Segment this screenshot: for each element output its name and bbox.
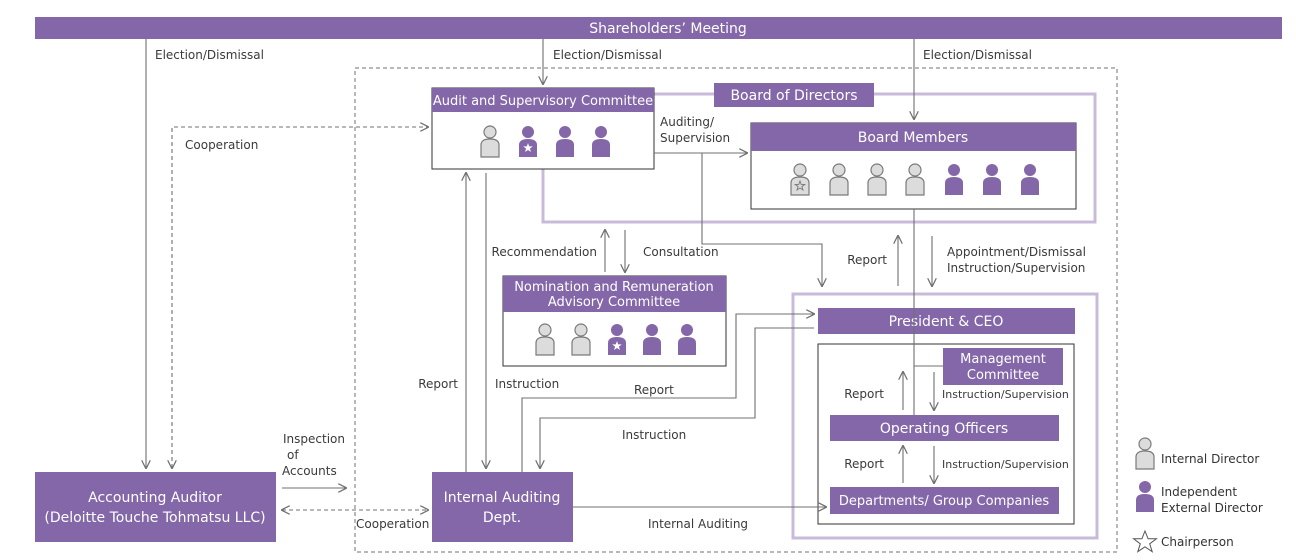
legend-star-icon	[1132, 529, 1158, 553]
report-label-mid: Report	[634, 383, 674, 397]
board-members-label: Board Members	[858, 130, 968, 146]
cooperation-arrow-top	[172, 127, 428, 468]
audit-committee-header	[432, 88, 654, 112]
legend-external-label: Independent	[1161, 485, 1237, 499]
cooperation-label-top: Cooperation	[185, 138, 258, 152]
internal-auditing-dept-label-2: Dept.	[483, 510, 521, 526]
departments-box	[830, 487, 1059, 514]
instruction-label-mid: Instruction	[622, 428, 686, 442]
accounting-auditor-label: Accounting Auditor	[88, 490, 222, 506]
election-label-mid: Election/Dismissal	[553, 48, 662, 62]
report-label-left: Report	[418, 377, 458, 391]
report-to-ceo-arrow	[521, 314, 814, 472]
board-of-directors-label: Board of Directors	[730, 88, 857, 104]
nomination-internal-director-icon	[571, 323, 591, 356]
management-committee-label: Management	[960, 352, 1046, 367]
appointment-label: Appointment/Dismissal	[947, 245, 1086, 259]
mc-report-label: Report	[844, 387, 884, 401]
legend-internal-director-icon	[1135, 437, 1155, 470]
operating-officers-box	[830, 415, 1059, 441]
operating-officers-label: Operating Officers	[880, 421, 1008, 437]
auditing-supervision-label-2: Supervision	[660, 131, 730, 145]
mc-instruction-label: Instruction/Supervision	[942, 388, 1069, 401]
audit-committee-label: Audit and Supervisory Committee	[433, 94, 653, 109]
audit-internal-director-icon	[480, 125, 500, 158]
ceo-report-label: Report	[847, 253, 887, 267]
president-ceo-box	[818, 308, 1075, 334]
inspection-label: Inspection	[283, 432, 345, 446]
oo-report-label: Report	[844, 457, 884, 471]
management-committee-box	[943, 348, 1063, 385]
consultation-label: Consultation	[643, 245, 719, 259]
legend-internal-label: Internal Director	[1161, 452, 1259, 466]
inspection-label-3: Accounts	[282, 464, 337, 478]
accounting-auditor-box	[35, 472, 276, 542]
accounting-auditor-label-2: (Deloitte Touche Tohmatsu LLC)	[44, 510, 265, 526]
shareholders-label: Shareholders’ Meeting	[589, 21, 747, 37]
nomination-internal-director-icon	[535, 323, 555, 356]
shareholders-bar	[35, 17, 1282, 39]
internal-auditing-dept-label: Internal Auditing	[444, 490, 561, 506]
election-label-right: Election/Dismissal	[923, 48, 1032, 62]
election-label-left: Election/Dismissal	[155, 48, 264, 62]
legend-external-label-2: External Director	[1161, 501, 1263, 515]
internal-auditing-dept-box	[432, 472, 573, 542]
management-committee-label-2: Committee	[967, 368, 1039, 383]
appointment-label-2: Instruction/Supervision	[947, 261, 1085, 275]
board-of-directors-header	[714, 83, 874, 107]
instruction-label-left: Instruction	[495, 377, 559, 391]
report-to-president-line	[701, 153, 822, 286]
departments-label: Departments/ Group Companies	[839, 494, 1049, 509]
executive-frame	[791, 292, 1099, 540]
board-members-header	[751, 123, 1076, 151]
nomination-committee-label: Nomination and Remuneration	[514, 280, 714, 295]
internal-auditing-label: Internal Auditing	[648, 517, 748, 531]
instruction-from-ceo-arrow	[540, 327, 814, 468]
operations-box	[817, 343, 1075, 525]
legend-chair-label: Chairperson	[1161, 535, 1234, 549]
nomination-committee-header	[503, 276, 726, 312]
inspection-label-2: of	[287, 448, 299, 462]
auditing-supervision-label: Auditing/	[660, 115, 715, 129]
cooperation-label-bottom: Cooperation	[356, 517, 429, 531]
board-internal-director-chair-icon	[790, 163, 810, 196]
legend-external-director-icon	[1136, 481, 1154, 512]
nomination-committee-label-2: Advisory Committee	[548, 295, 680, 310]
board-internal-director-icon	[867, 163, 887, 196]
board-internal-director-icon	[905, 163, 925, 196]
recommendation-label: Recommendation	[492, 245, 597, 259]
oo-instruction-label: Instruction/Supervision	[942, 458, 1069, 471]
president-ceo-label: President & CEO	[889, 314, 1004, 330]
board-internal-director-icon	[829, 163, 849, 196]
